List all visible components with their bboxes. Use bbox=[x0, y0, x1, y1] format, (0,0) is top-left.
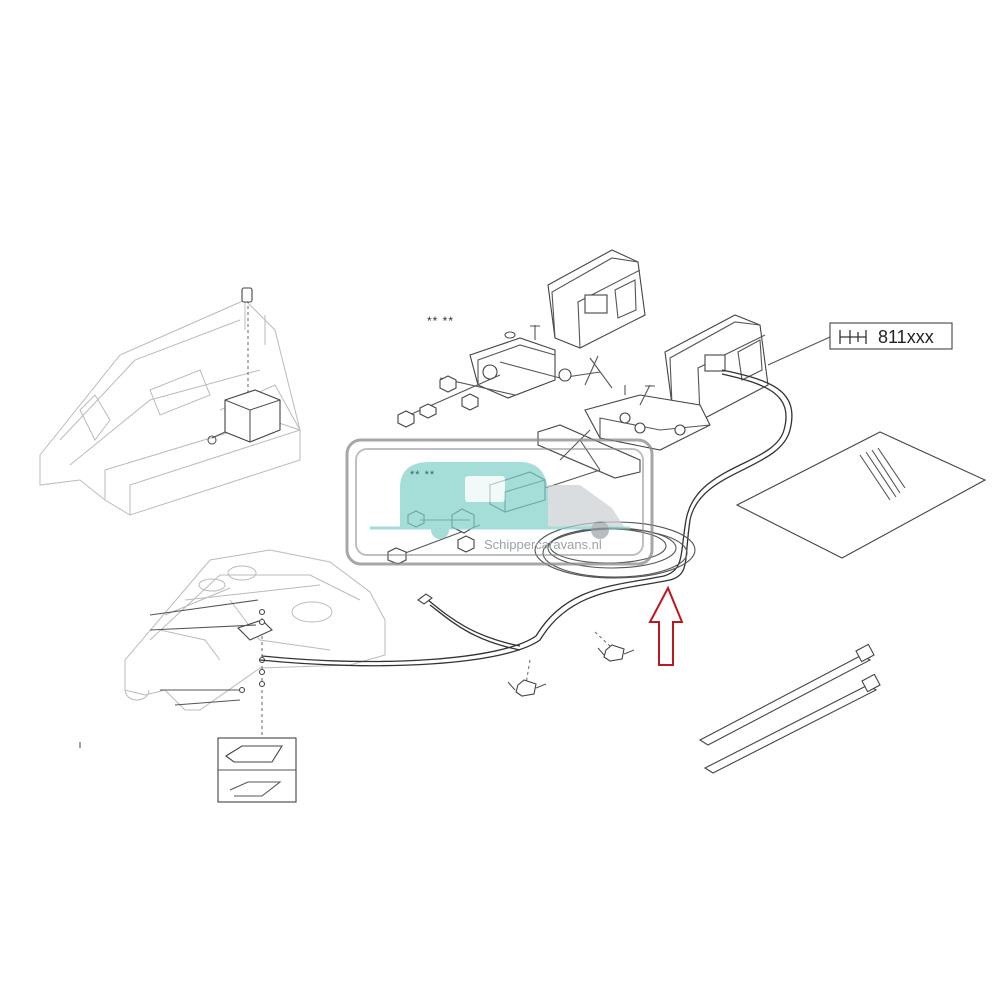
harness-icon bbox=[839, 330, 867, 344]
control-unit-main bbox=[584, 314, 769, 451]
watermark-stars: ** ** bbox=[410, 469, 435, 481]
sensor-module-left bbox=[207, 287, 281, 445]
instruction-sheet bbox=[735, 431, 987, 559]
control-unit-upper bbox=[397, 249, 646, 428]
detail-marker-top: ** ** bbox=[427, 314, 454, 328]
cable-ties bbox=[698, 643, 881, 774]
coupling-head-ghost bbox=[39, 299, 301, 516]
arrow-up-icon bbox=[648, 585, 684, 666]
sensor-bracket-small bbox=[149, 599, 273, 735]
detail-callout-box bbox=[217, 737, 297, 803]
part-number-text: 811xxx bbox=[878, 327, 934, 347]
stabilizer-plate-ghost bbox=[124, 549, 386, 711]
caravan-logo-icon bbox=[370, 462, 630, 539]
part-number-label: 811xxx bbox=[767, 322, 953, 366]
watermark: ** ** Schippercaravans.nl bbox=[345, 438, 654, 566]
watermark-text: Schippercaravans.nl bbox=[484, 537, 602, 552]
cable-clips bbox=[507, 631, 635, 697]
